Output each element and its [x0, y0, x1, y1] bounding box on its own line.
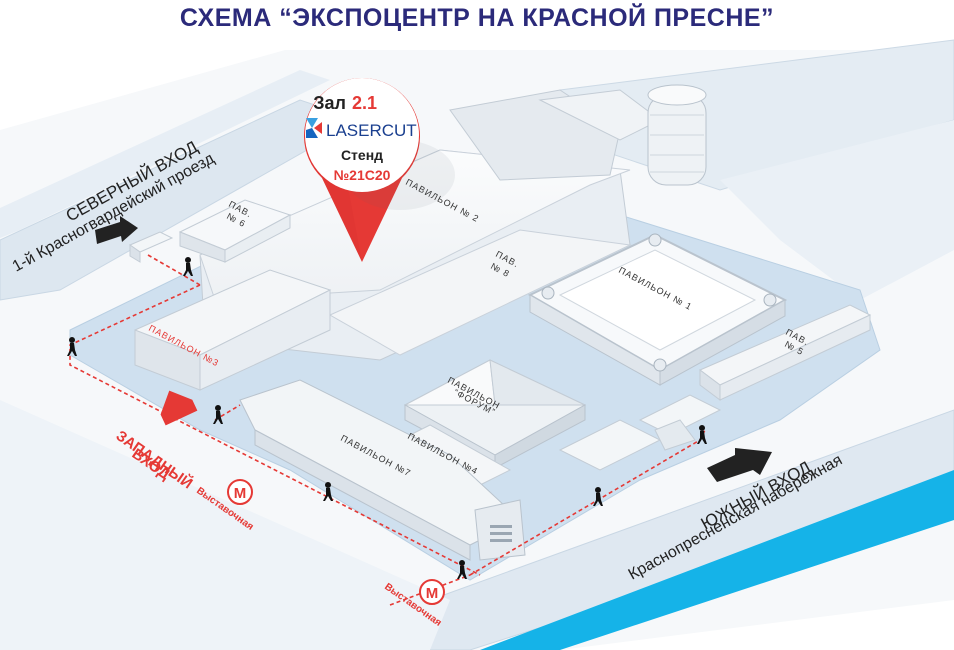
pedestrian-icons [67, 257, 707, 579]
west-road [0, 400, 450, 650]
pedestrian-icon [183, 257, 193, 276]
pavilion-3-building [134, 269, 332, 391]
stand-location-pin[interactable]: Зал 2.1 LASERCUT Стенд №21С20 [304, 78, 455, 262]
stand-label: Стенд [341, 147, 383, 163]
hall-number-label: 2.1 [352, 93, 377, 113]
north-entrance-arrow-icon [95, 216, 138, 244]
pedestrian-icon [457, 560, 467, 579]
north-road-2 [0, 70, 330, 238]
south-entrance-buildings [558, 394, 722, 471]
stand-number-label: №21С20 [334, 167, 391, 183]
pedestrian-icon [67, 337, 77, 356]
pedestrian-icon [593, 487, 603, 506]
pavilion-1-building [527, 233, 788, 386]
svg-text:М: М [426, 585, 439, 602]
river [480, 470, 954, 650]
pedestrian-icon [697, 425, 707, 444]
svg-text:М: М [234, 485, 247, 502]
north-road [0, 99, 362, 301]
lasercut-logo-icon [306, 118, 322, 138]
metro-icon-south: М [419, 579, 445, 605]
north-entrance-kiosk [128, 231, 174, 263]
pavilion-5-building [699, 304, 872, 401]
map-title: СХЕМА “ЭКСПОЦЕНТР НА КРАСНОЙ ПРЕСНЕ” [179, 4, 775, 32]
pavilion-forum-building [403, 359, 587, 469]
west-entrance-arrow-icon [160, 390, 198, 428]
east-road-2 [720, 120, 954, 300]
hall-prefix-label: Зал [313, 93, 346, 113]
tower-building [647, 84, 707, 186]
pedestrian-icon [213, 405, 223, 424]
company-label: LASERCUT [326, 121, 417, 140]
south-entrance-arrow-icon [707, 448, 772, 482]
pedestrian-icon [323, 482, 333, 501]
pavilion-7-building [239, 379, 526, 561]
pavilion-6-building [178, 199, 292, 263]
metro-icon-west: М [227, 479, 253, 505]
